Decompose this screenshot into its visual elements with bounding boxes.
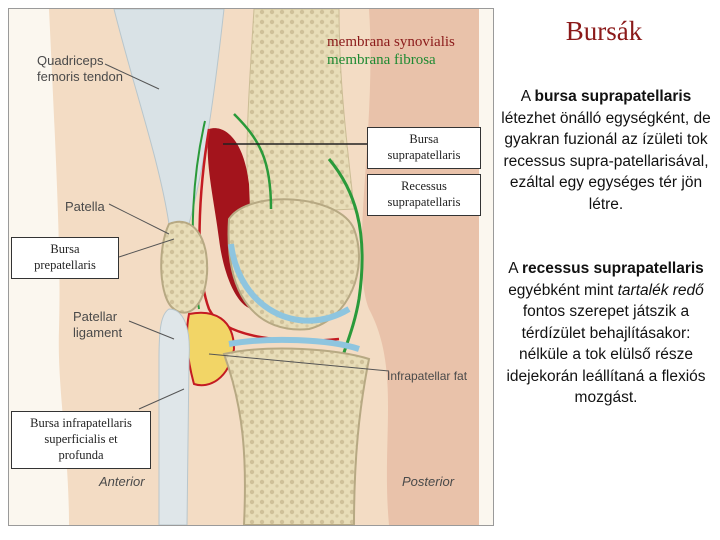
box-suprapatellaris-line1: Bursa xyxy=(409,132,439,146)
label-anterior: Anterior xyxy=(99,474,145,489)
p1-rest: létezhet önálló egységként, de gyakran f… xyxy=(501,109,711,213)
fibrous-membrane-line-1 xyxy=(233,113,273,210)
p2-bold: recessus suprapatellaris xyxy=(521,260,704,277)
leader-prepatellaris xyxy=(118,238,175,258)
leader-infrapatellar-fat xyxy=(208,353,390,372)
box-infrapatellaris-line3: profunda xyxy=(58,448,104,462)
p1-bold: bursa suprapatellaris xyxy=(534,88,692,105)
p2-pre: A xyxy=(508,260,522,277)
label-posterior: Posterior xyxy=(402,474,455,489)
box-infrapatellaris-line2: superficialis et xyxy=(44,432,118,446)
slide-title: Bursák xyxy=(565,16,643,46)
leader-infrapatellaris xyxy=(138,388,185,410)
tibia xyxy=(222,347,371,525)
label-infrapatellar-fat: Infrapatellar fat xyxy=(387,369,468,383)
box-recessus-line1: Recessus xyxy=(401,179,447,193)
femur-shaft xyxy=(246,9,355,215)
box-bursa-suprapatellaris: Bursa suprapatellaris xyxy=(367,127,481,169)
tibial-cartilage xyxy=(228,336,360,352)
label-patellar-ligament-line1: Patellar xyxy=(73,309,118,324)
box-prepatellaris-line1: Bursa xyxy=(50,242,80,256)
box-prepatellaris-line2: prepatellaris xyxy=(34,258,96,272)
p1-pre: A xyxy=(520,88,535,105)
paragraph-bursa-suprapatellaris: A bursa suprapatellaris létezhet önálló … xyxy=(500,86,712,215)
box-suprapatellaris-line2: suprapatellaris xyxy=(387,148,461,162)
p2-rest: fontos szerepet játszik a térdízület beh… xyxy=(506,303,706,406)
paragraph-recessus-suprapatellaris: A recessus suprapatellaris egyébként min… xyxy=(500,258,712,409)
patellar-ligament xyxy=(158,308,190,525)
legend-synovialis: membrana synovialis xyxy=(327,34,455,50)
p2-italic: tartalék redő xyxy=(617,281,704,299)
label-quadriceps-line2: femoris tendon xyxy=(37,69,123,84)
femoral-condyle xyxy=(227,198,360,331)
leader-quadriceps xyxy=(104,63,160,90)
leader-patellar-ligament xyxy=(128,320,175,340)
box-bursa-prepatellaris: Bursa prepatellaris xyxy=(11,237,119,279)
box-recessus-suprapatellaris: Recessus suprapatellaris xyxy=(367,174,481,216)
knee-bursae-figure: membrana synovialis membrana fibrosa Qua… xyxy=(8,8,494,526)
label-patellar-ligament: Patellar ligament xyxy=(73,309,122,341)
leader-patella xyxy=(108,203,170,235)
articular-cartilage xyxy=(228,243,351,324)
label-patella: Patella xyxy=(65,199,105,214)
box-bursa-infrapatellaris: Bursa infrapatellaris superficialis et p… xyxy=(11,411,151,469)
label-patellar-ligament-line2: ligament xyxy=(73,325,123,340)
label-quadriceps: Quadriceps femoris tendon xyxy=(37,53,123,85)
box-recessus-line2: suprapatellaris xyxy=(387,195,461,209)
p2-mid: egyébként mint xyxy=(508,281,618,299)
patella-bone xyxy=(160,221,209,314)
box-infrapatellaris-line1: Bursa infrapatellaris xyxy=(30,416,132,430)
label-quadriceps-line1: Quadriceps xyxy=(37,53,104,68)
legend-fibrosa: membrana fibrosa xyxy=(327,52,436,68)
